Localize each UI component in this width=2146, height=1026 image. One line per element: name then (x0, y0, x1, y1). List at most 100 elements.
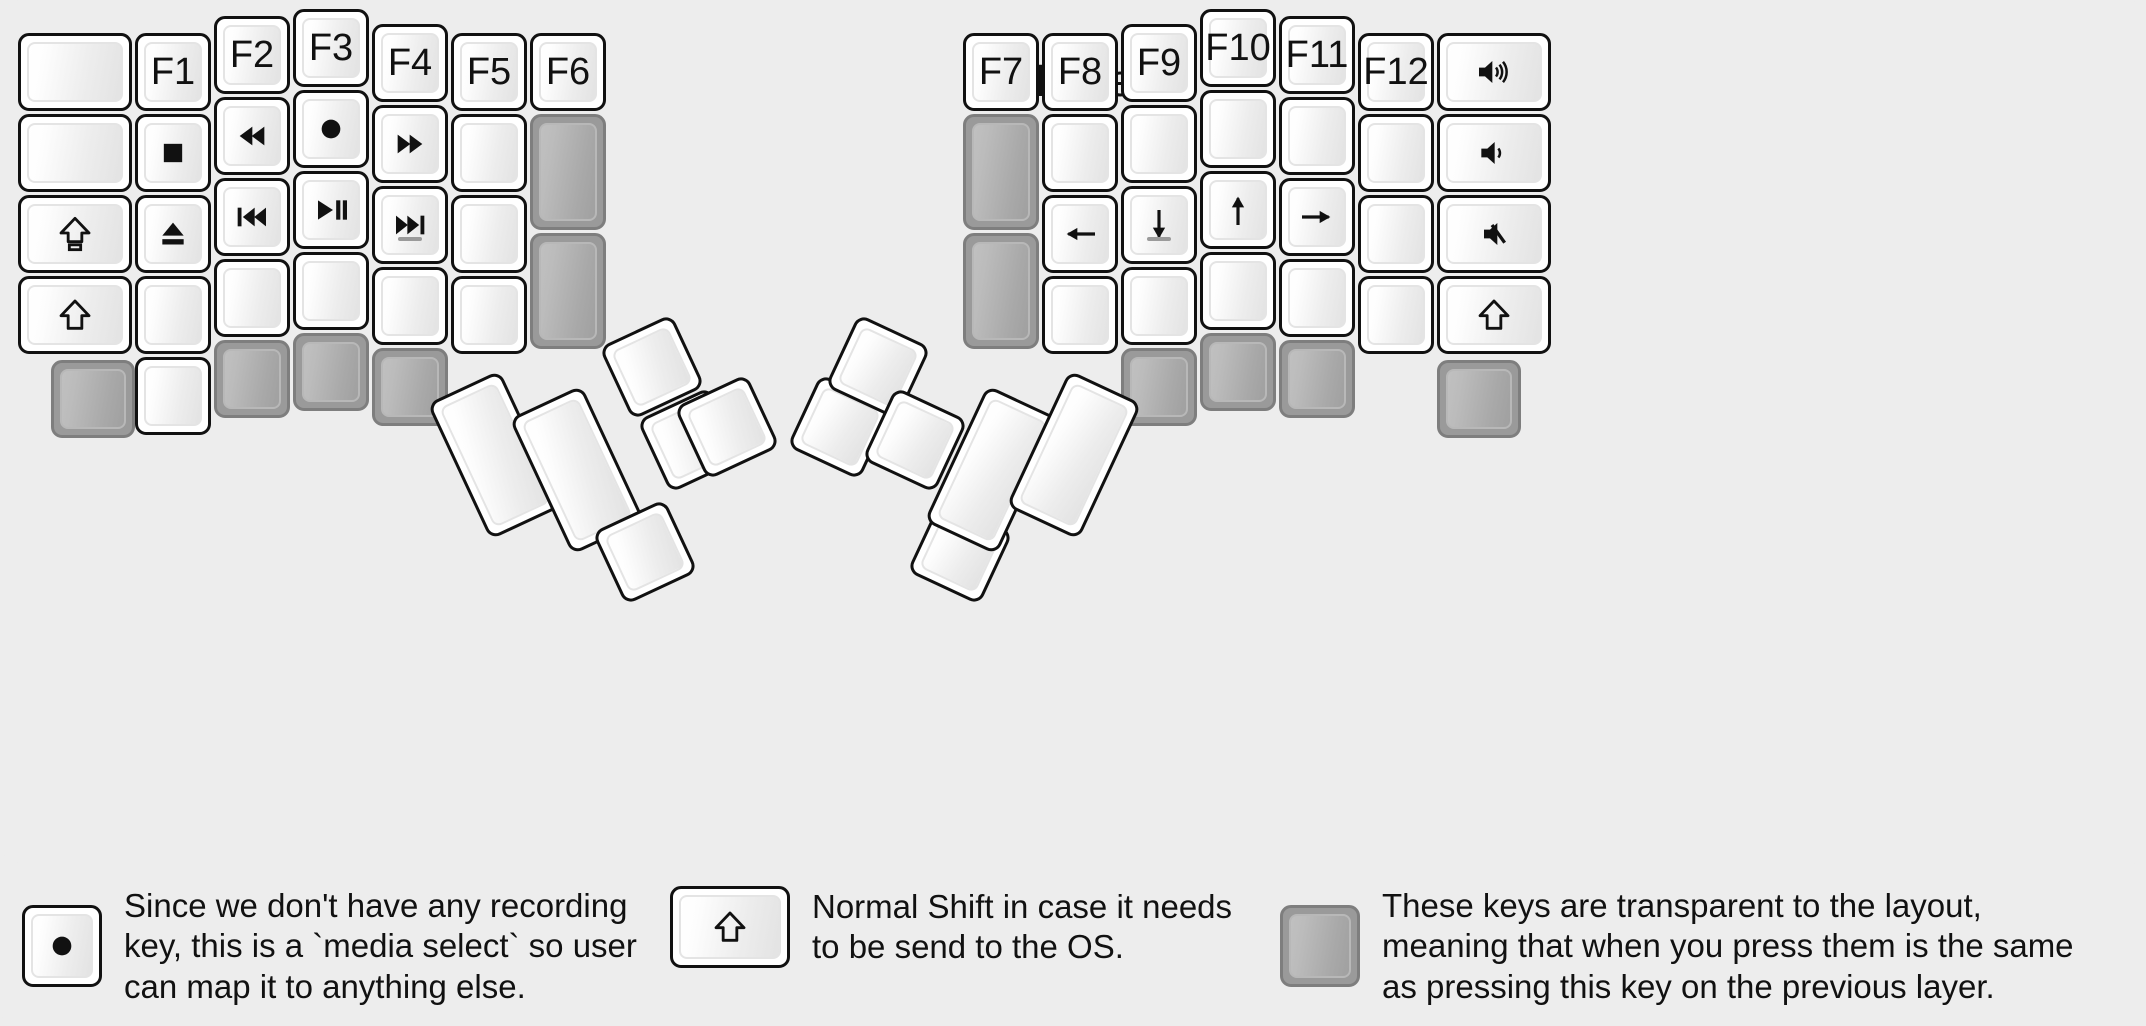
key-face (27, 123, 123, 183)
key-face: F4 (381, 33, 439, 93)
key-blank[interactable] (1121, 267, 1197, 345)
key-f12[interactable]: F12 (1358, 33, 1434, 111)
key-face (144, 285, 202, 345)
key-face (144, 123, 202, 183)
key-label: F7 (978, 51, 1024, 93)
key-face (1446, 285, 1542, 345)
key-blank[interactable] (1200, 252, 1276, 330)
key-f11[interactable]: F11 (1279, 16, 1355, 94)
key-face: F7 (972, 42, 1030, 102)
key-media-prev-track[interactable] (214, 178, 290, 256)
key-volume-up[interactable] (1437, 33, 1551, 111)
key-label: F4 (387, 42, 433, 84)
legend-key-3[interactable] (1280, 905, 1360, 988)
key-arrow-left[interactable] (1042, 195, 1118, 273)
key-face (460, 204, 518, 264)
key-blank[interactable] (372, 267, 448, 345)
key-transparent[interactable] (1200, 333, 1276, 411)
key-media-rewind[interactable] (214, 97, 290, 175)
key-arrow-up[interactable] (1200, 171, 1276, 249)
key-blank[interactable] (1358, 114, 1434, 192)
key-f9[interactable]: F9 (1121, 24, 1197, 102)
key-face (1051, 204, 1109, 264)
key-face (1130, 114, 1188, 174)
key-blank[interactable] (214, 259, 290, 337)
key-f1[interactable]: F1 (135, 33, 211, 111)
key-blank[interactable] (1279, 259, 1355, 337)
key-blank[interactable] (1042, 114, 1118, 192)
key-arrow-down[interactable] (1121, 186, 1197, 264)
key-transparent[interactable] (963, 233, 1039, 349)
key-blank[interactable] (135, 276, 211, 354)
key-f10[interactable]: F10 (1200, 9, 1276, 87)
key-media-fast-forward[interactable] (372, 105, 448, 183)
key-shift[interactable] (1437, 276, 1551, 354)
key-face (381, 357, 439, 417)
key-arrow-right[interactable] (1279, 178, 1355, 256)
key-transparent[interactable] (530, 233, 606, 349)
key-transparent[interactable] (214, 340, 290, 418)
key-face (1446, 123, 1542, 183)
arrow-up-icon (1218, 190, 1258, 230)
key-transparent[interactable] (1121, 348, 1197, 426)
key-media-play-pause[interactable] (293, 171, 369, 249)
key-shift[interactable] (18, 276, 132, 354)
right-bottom-transparent[interactable] (1437, 360, 1521, 438)
media-eject-icon (153, 214, 193, 254)
key-blank[interactable] (451, 114, 527, 192)
key-blank[interactable] (451, 276, 527, 354)
volume-mute-icon (1474, 214, 1514, 254)
key-media-record[interactable] (293, 90, 369, 168)
key-blank[interactable] (18, 114, 132, 192)
key-f2[interactable]: F2 (214, 16, 290, 94)
key-face (603, 510, 687, 594)
key-transparent[interactable] (963, 114, 1039, 230)
key-face (381, 195, 439, 255)
key-f4[interactable]: F4 (372, 24, 448, 102)
key-blank[interactable] (1358, 195, 1434, 273)
key-f5[interactable]: F5 (451, 33, 527, 111)
key-media-eject[interactable] (135, 195, 211, 273)
key-face (27, 204, 123, 264)
key-f8[interactable]: F8 (1042, 33, 1118, 111)
arrow-down-icon (1139, 205, 1179, 245)
legend-key-1[interactable] (22, 905, 102, 988)
key-media-stop[interactable] (135, 114, 211, 192)
key-face (381, 114, 439, 174)
key-face (610, 325, 694, 409)
key-face (223, 187, 281, 247)
key-f7[interactable]: F7 (963, 33, 1039, 111)
legend-panel: Since we don't have any recording key, t… (0, 862, 2146, 1026)
key-transparent[interactable] (293, 333, 369, 411)
key-blank[interactable] (1200, 90, 1276, 168)
key-face (1209, 342, 1267, 402)
key-face (1209, 180, 1267, 240)
legend-key-2[interactable] (670, 886, 790, 968)
key-volume-mute[interactable] (1437, 195, 1551, 273)
key-caps-lock[interactable] (18, 195, 132, 273)
key-label: F9 (1136, 42, 1182, 84)
key-face (1446, 369, 1512, 429)
key-media-next-track[interactable] (372, 186, 448, 264)
key-blank[interactable] (1042, 276, 1118, 354)
key-f6[interactable]: F6 (530, 33, 606, 111)
key-blank[interactable] (1121, 105, 1197, 183)
key-blank[interactable] (1279, 97, 1355, 175)
key-face (27, 285, 123, 345)
key-label: F6 (545, 51, 591, 93)
key-transparent[interactable] (1279, 340, 1355, 418)
homing-bump (398, 237, 422, 241)
key-blank[interactable] (1358, 276, 1434, 354)
key-blank[interactable] (135, 357, 211, 435)
key-volume-down[interactable] (1437, 114, 1551, 192)
key-blank[interactable] (293, 252, 369, 330)
key-blank[interactable] (451, 195, 527, 273)
key-blank[interactable] (18, 33, 132, 111)
homing-bump (1147, 237, 1171, 241)
key-f3[interactable]: F3 (293, 9, 369, 87)
left-bottom-transparent[interactable] (51, 360, 135, 438)
key-face (1130, 357, 1188, 417)
arrow-right-icon (1297, 197, 1337, 237)
key-transparent[interactable] (530, 114, 606, 230)
